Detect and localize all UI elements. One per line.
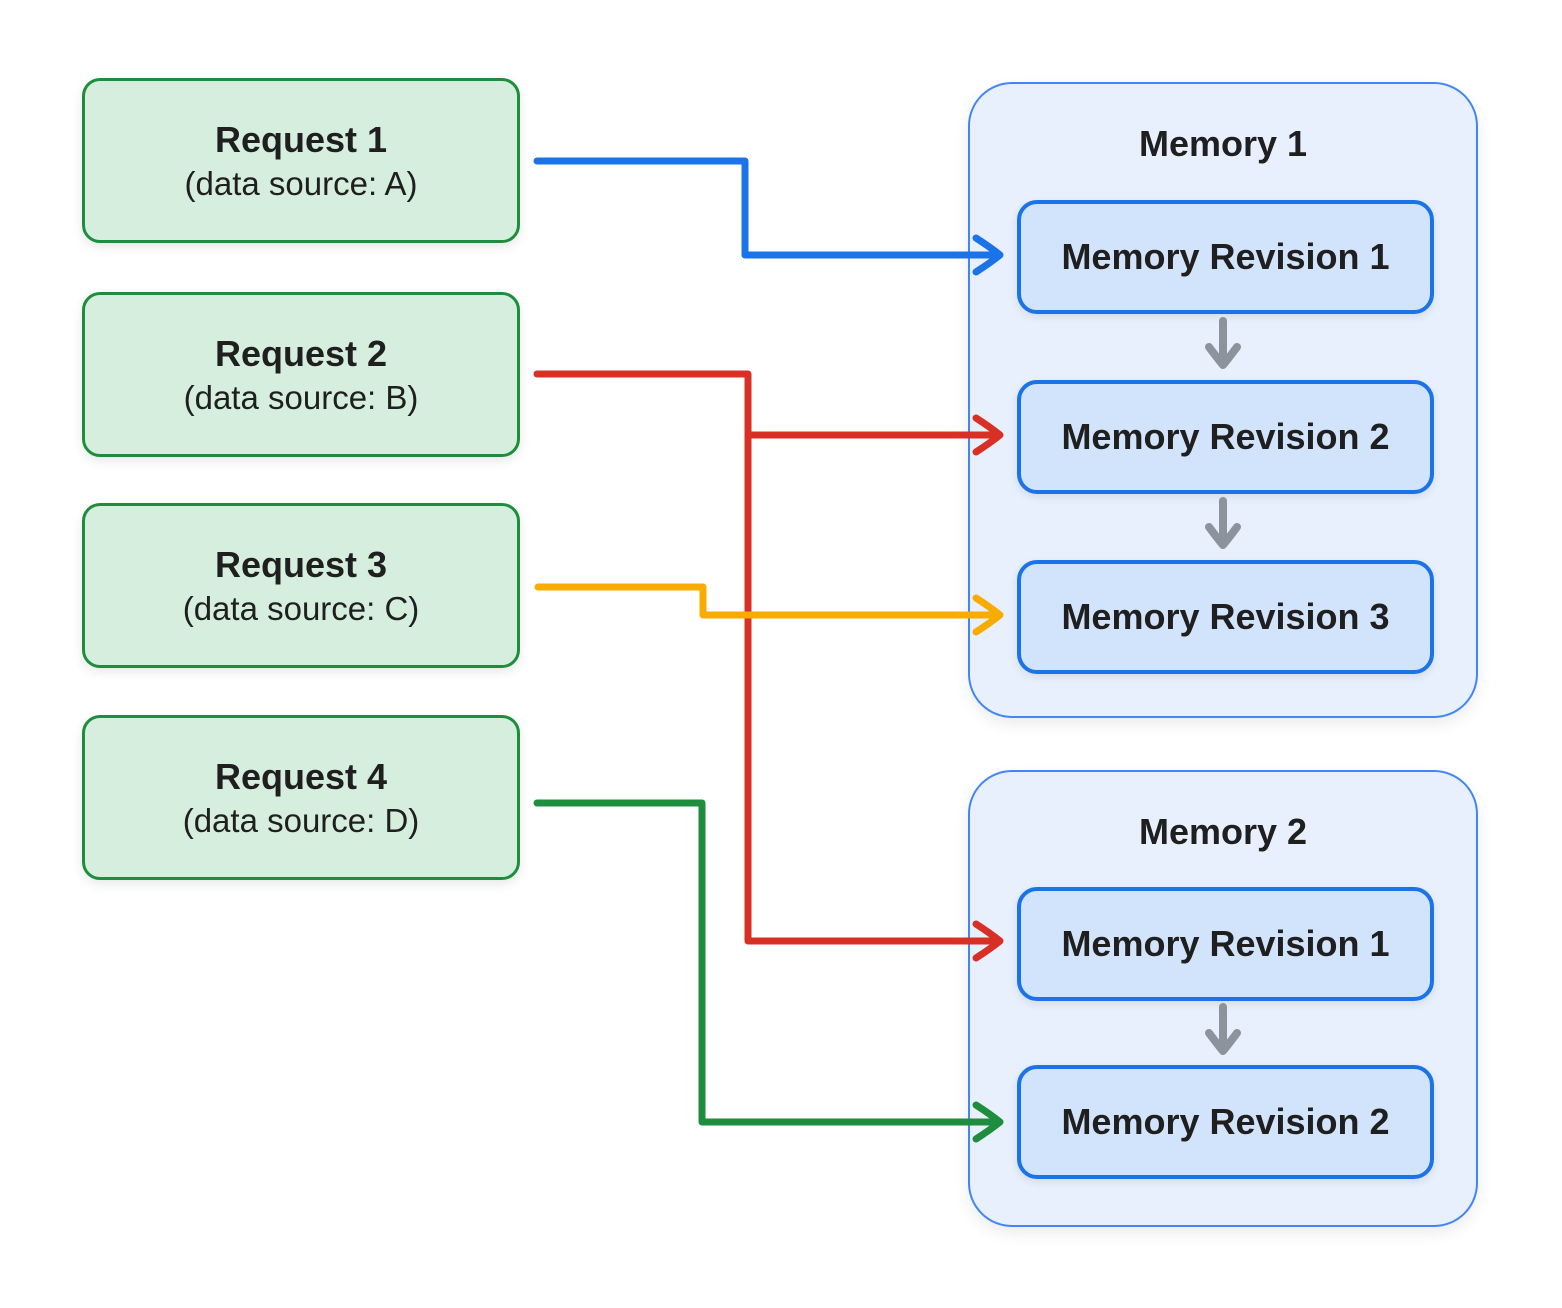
request-1-box: Request 1 (data source: A) <box>82 78 520 243</box>
connector-request3-memory1rev3 <box>534 583 1004 636</box>
request-4-box: Request 4 (data source: D) <box>82 715 520 880</box>
connector-request2-memory2rev1 <box>533 370 1004 962</box>
request-3-box: Request 3 (data source: C) <box>82 503 520 668</box>
memory-1-revision-2-box: Memory Revision 2 <box>1017 380 1434 494</box>
request-1-title: Request 1 <box>214 118 388 160</box>
connector-request4-memory2rev2 <box>533 799 1004 1143</box>
memory-1-title: Memory 1 <box>1138 123 1308 164</box>
request-3-title: Request 3 <box>214 543 388 585</box>
request-4-title: Request 4 <box>214 755 388 797</box>
request-1-subtitle: (data source: A) <box>184 164 418 202</box>
connector-request1-memory1rev1 <box>533 157 1004 276</box>
memory-2-title: Memory 2 <box>1138 811 1308 852</box>
memory-2-group: Memory 2 Memory Revision 1 Memory Revisi… <box>968 770 1478 1227</box>
request-2-subtitle: (data source: B) <box>183 378 419 416</box>
memory-2-revision-2-box: Memory Revision 2 <box>1017 1065 1434 1179</box>
memory-2-revision-1-box: Memory Revision 1 <box>1017 887 1434 1001</box>
request-2-title: Request 2 <box>214 332 388 374</box>
request-3-subtitle: (data source: C) <box>182 589 420 627</box>
memory-1-revision-3-box: Memory Revision 3 <box>1017 560 1434 674</box>
request-2-box: Request 2 (data source: B) <box>82 292 520 457</box>
memory-1-group: Memory 1 Memory Revision 1 Memory Revisi… <box>968 82 1478 718</box>
request-4-subtitle: (data source: D) <box>182 801 420 839</box>
memory-1-revision-1-box: Memory Revision 1 <box>1017 200 1434 314</box>
